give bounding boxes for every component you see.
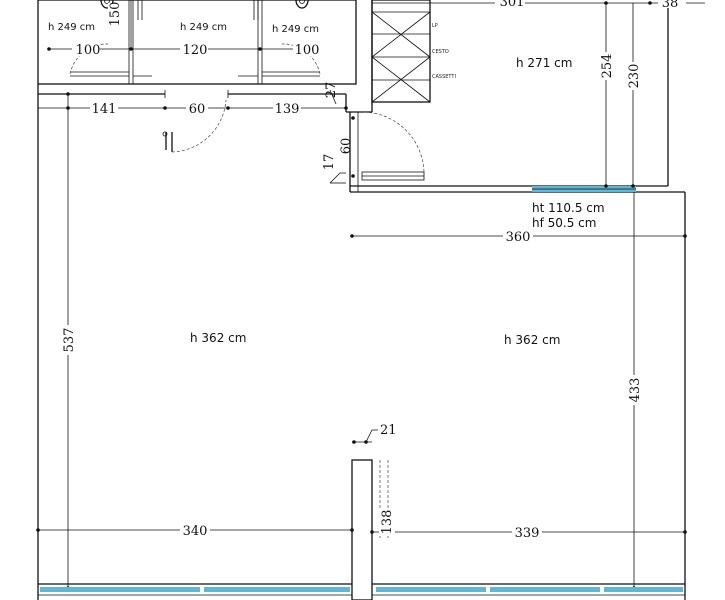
dim-21: 21 <box>380 423 397 438</box>
door-swing-icon <box>171 99 227 153</box>
bathroom-block: 100 120 100 150 h 249 cm h 249 cm h 249 … <box>37 0 357 85</box>
toilet-icon <box>100 0 114 9</box>
dim-360: 360 <box>506 230 531 245</box>
dim-100-left: 100 <box>76 43 101 58</box>
dim-340: 340 <box>183 524 208 539</box>
closet-label-cesto: CESTO <box>432 49 449 55</box>
window-icon <box>40 587 200 592</box>
dim-100-right: 100 <box>295 43 320 58</box>
window-icon <box>490 587 600 592</box>
dim-301: 301 <box>500 0 525 10</box>
dim-60-door: 60 <box>339 138 354 155</box>
bath-mid-height: h 249 cm <box>180 22 227 33</box>
dim-17: 17 <box>322 154 337 171</box>
room-main-right-height: h 362 cm <box>504 333 560 347</box>
dim-230: 230 <box>627 64 642 89</box>
bath-right-height: h 249 cm <box>272 24 319 35</box>
dim-139: 139 <box>275 102 300 117</box>
dim-138: 138 <box>380 510 395 535</box>
room-top-right-height: h 271 cm <box>516 56 572 70</box>
room-main-left-height: h 362 cm <box>190 331 246 345</box>
main-room: 21 360 537 433 340 339 138 h 362 cm <box>36 92 687 600</box>
dim-38: 38 <box>662 0 679 11</box>
toilet-icon <box>295 0 309 9</box>
dim-537: 537 <box>62 328 77 353</box>
hallway: 141 60 139 27 60 17 <box>37 82 425 600</box>
dim-254: 254 <box>600 54 615 79</box>
bath-left-height: h 249 cm <box>48 22 95 33</box>
window-icon <box>376 587 486 592</box>
door-swing-icon <box>361 111 425 173</box>
window-icon <box>204 587 350 592</box>
closet-label-cassetti: CASSETTI <box>432 74 456 80</box>
dim-433: 433 <box>628 378 643 403</box>
window-ht: ht 110.5 cm <box>532 201 605 215</box>
closet-label-lp: LP <box>432 23 438 29</box>
dim-339: 339 <box>515 526 540 541</box>
column <box>351 459 373 600</box>
top-right-room: 301 38 254 230 h 271 cm ht 110.5 cm hf 5… <box>350 0 705 230</box>
closet-block: LP CESTO CASSETTI <box>371 0 456 103</box>
dim-27: 27 <box>324 82 339 99</box>
window-icon <box>604 587 683 592</box>
dim-60-hall: 60 <box>189 102 206 117</box>
dim-150: 150 <box>108 2 123 27</box>
dim-120: 120 <box>183 43 208 58</box>
window-hf: hf 50.5 cm <box>532 216 596 230</box>
dim-141: 141 <box>92 102 117 117</box>
